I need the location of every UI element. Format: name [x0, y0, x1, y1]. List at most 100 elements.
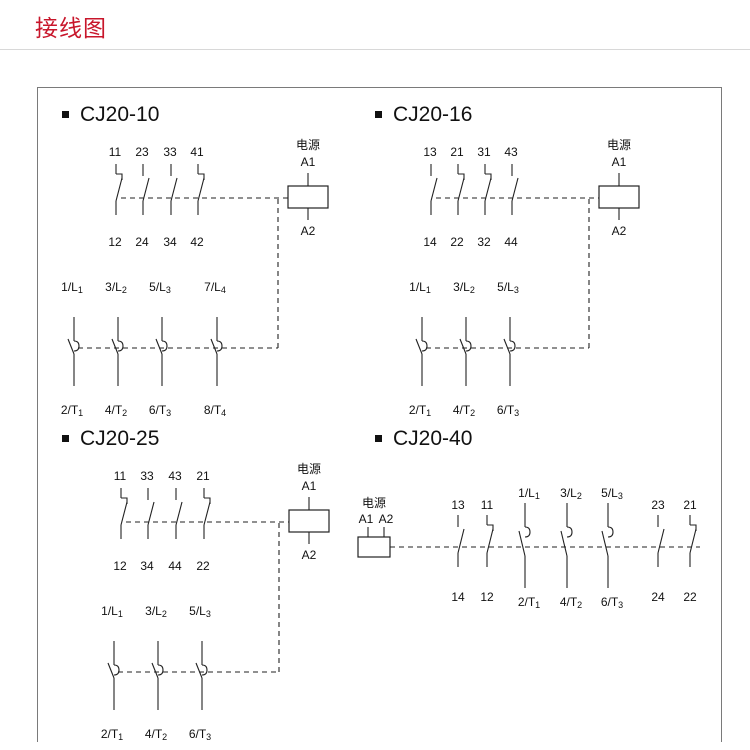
nc-contact-1 — [486, 515, 494, 567]
power-label: 电源 — [607, 138, 631, 152]
main-bottom-label: 6/T3 — [601, 595, 623, 610]
aux-top-label: 43 — [168, 469, 182, 483]
main-contact-3 — [560, 503, 573, 588]
no-contact-2-blade — [175, 501, 183, 526]
main-top-label-main: 7/L — [204, 280, 221, 294]
nc-contact-0-blade — [115, 177, 123, 202]
main-contact-0-blade — [415, 338, 423, 355]
main-top-label-sub: 3 — [514, 285, 519, 295]
aux-top-label: 11 — [109, 145, 122, 159]
main-contact-1-arc — [117, 340, 124, 352]
nc-contact-2-nc-hook — [485, 173, 492, 180]
main-contact-2-blade — [155, 338, 163, 355]
nc-contact-3-nc-hook — [198, 173, 205, 180]
main-contact-2 — [518, 503, 531, 588]
main-bottom-label-main: 4/T — [560, 595, 578, 609]
aux-top-label: 33 — [163, 145, 177, 159]
main-top-label-main: 5/L — [149, 280, 166, 294]
coil — [357, 536, 391, 558]
section-title: CJ20-25 — [80, 427, 159, 450]
main-bottom-label-main: 6/T — [189, 727, 207, 741]
nc-contact-6 — [689, 515, 697, 567]
aux-bottom-label: 34 — [163, 235, 177, 249]
nc-contact-0-blade — [120, 501, 128, 526]
nc-contact-3-blade — [203, 501, 211, 526]
nc-contact-3 — [203, 488, 211, 539]
main-contact-2 — [503, 317, 516, 386]
main-bottom-label-sub: 2 — [470, 408, 475, 418]
aux-top-label: 43 — [504, 145, 518, 159]
nc-contact-3-blade — [197, 177, 205, 202]
main-top-label-main: 5/L — [497, 280, 514, 294]
main-top-label: 1/L1 — [518, 486, 540, 501]
aux-bottom-label: 12 — [108, 235, 122, 249]
main-contact-2-arc — [161, 340, 168, 352]
main-bottom-label-sub: 3 — [206, 732, 211, 742]
main-bottom-label-sub: 3 — [618, 600, 623, 610]
nc-contact-1 — [457, 164, 465, 215]
main-bottom-label: 2/T1 — [101, 727, 123, 742]
aux-top-label: 31 — [477, 145, 491, 159]
section-title: CJ20-16 — [393, 103, 472, 126]
main-top-label-sub: 2 — [122, 285, 127, 295]
main-bottom-label-main: 4/T — [145, 727, 163, 741]
main-bottom-label-sub: 2 — [577, 600, 582, 610]
main-contact-2-blade — [195, 662, 203, 679]
aux-top-label: 21 — [450, 145, 464, 159]
nc-contact-2 — [484, 164, 492, 215]
terminal-a1: A1 — [359, 512, 374, 526]
aux-top-label: 21 — [196, 469, 210, 483]
power-label: 电源 — [296, 138, 320, 152]
main-contact-0 — [67, 317, 80, 386]
coil — [288, 509, 330, 533]
main-contact-2-blade — [503, 338, 511, 355]
main-bottom-label: 6/T3 — [149, 403, 171, 418]
main-contact-4-arc — [607, 526, 614, 538]
main-top-label: 5/L3 — [497, 280, 519, 295]
main-top-label: 1/L1 — [61, 280, 83, 295]
bullet-icon — [62, 435, 69, 442]
no-contact-2-blade — [170, 177, 178, 202]
main-top-label: 5/L3 — [149, 280, 171, 295]
main-bottom-label-sub: 3 — [514, 408, 519, 418]
main-bottom-label: 2/T1 — [518, 595, 540, 610]
nc-contact-0 — [115, 164, 123, 215]
aux-bottom-label: 34 — [140, 559, 154, 573]
main-top-label: 1/L1 — [101, 604, 123, 619]
nc-contact-6-blade — [689, 528, 697, 554]
main-top-label: 3/L2 — [145, 604, 167, 619]
main-contact-2-arc — [201, 664, 208, 676]
no-contact-1-blade — [142, 177, 150, 202]
terminal-a2: A2 — [612, 224, 627, 238]
main-bottom-label-sub: 1 — [118, 732, 123, 742]
main-bottom-label: 4/T2 — [560, 595, 582, 610]
main-contact-4-blade — [601, 530, 609, 557]
bullet-icon — [375, 435, 382, 442]
aux-top-label: 13 — [423, 145, 437, 159]
nc-contact-0-nc-hook — [121, 497, 128, 504]
aux-bottom-label: 12 — [113, 559, 127, 573]
main-bottom-label: 4/T2 — [105, 403, 127, 418]
main-contact-0-blade — [67, 338, 75, 355]
main-contact-2 — [195, 641, 208, 710]
no-contact-0 — [430, 164, 438, 215]
aux-bottom-label: 24 — [651, 590, 665, 604]
main-bottom-label: 4/T2 — [453, 403, 475, 418]
nc-contact-1-blade — [486, 528, 494, 554]
main-top-label-sub: 2 — [470, 285, 475, 295]
title-divider — [0, 49, 750, 50]
no-contact-2 — [170, 164, 178, 215]
main-bottom-label-main: 2/T — [101, 727, 119, 741]
main-top-label-main: 3/L — [105, 280, 122, 294]
main-bottom-label: 6/T3 — [189, 727, 211, 742]
page-title: 接线图 — [35, 16, 107, 42]
terminal-a1: A1 — [612, 155, 627, 169]
main-contact-0 — [415, 317, 428, 386]
main-contact-3-arc — [566, 526, 573, 538]
main-contact-2-blade — [518, 530, 526, 557]
main-top-label-main: 5/L — [189, 604, 206, 618]
aux-top-label: 13 — [451, 498, 465, 512]
main-top-label: 5/L3 — [601, 486, 623, 501]
aux-bottom-label: 14 — [451, 590, 465, 604]
